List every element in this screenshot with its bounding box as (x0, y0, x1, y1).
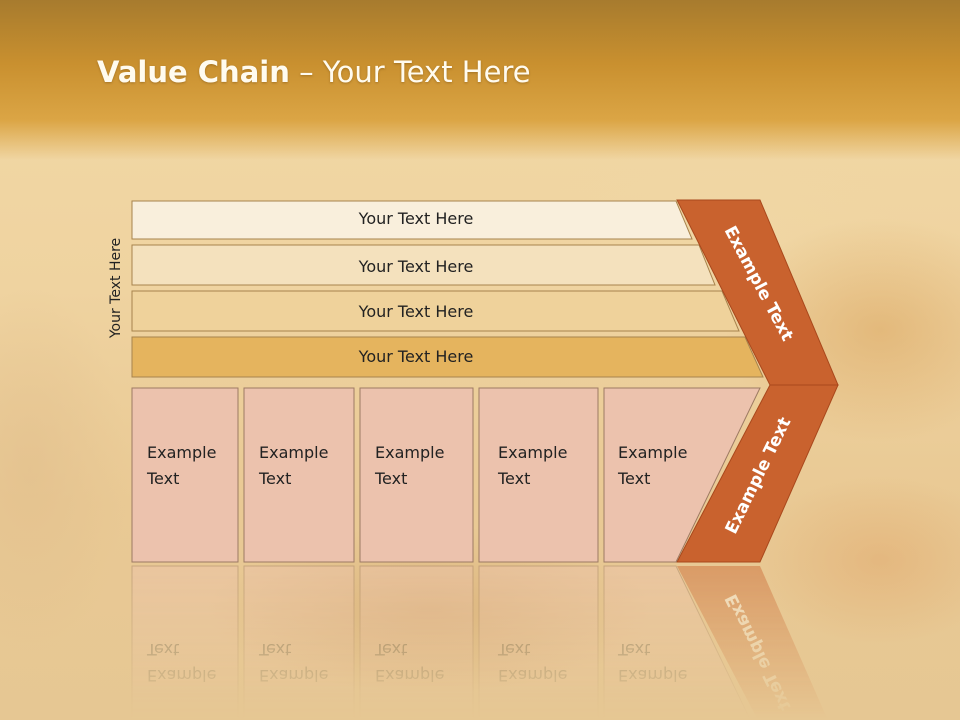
activity-box-1-line2: Text (146, 469, 179, 488)
activity-box-4[interactable]: Example Text (478, 387, 599, 563)
row-bar-4[interactable]: Your Text Here (131, 336, 764, 378)
activity-box-3[interactable]: Example Text (359, 387, 474, 563)
reflection-box-2 (243, 565, 355, 720)
slide-title-bold: Value Chain (97, 55, 290, 89)
reflection-box-4-line1: Example (498, 666, 567, 685)
activity-box-3-line1: Example (375, 443, 444, 462)
activity-box-4-line1: Example (498, 443, 567, 462)
row-bars: Your Text Here Your Text Here Your Text … (131, 200, 764, 378)
reflection-box-2-line1: Example (259, 666, 328, 685)
activity-box-3-line2: Text (374, 469, 407, 488)
reflection-box-1-line1: Example (147, 666, 216, 685)
activity-box-2-line1: Example (259, 443, 328, 462)
activity-box-2-line2: Text (258, 469, 291, 488)
row-bar-2[interactable]: Your Text Here (131, 244, 716, 286)
activity-box-3-shape (359, 387, 474, 563)
row-bar-2-label: Your Text Here (358, 257, 474, 276)
activity-box-1-line1: Example (147, 443, 216, 462)
reflection-box-3-line2: Text (374, 640, 407, 659)
activity-box-2[interactable]: Example Text (243, 387, 355, 563)
row-bar-1[interactable]: Your Text Here (131, 200, 693, 240)
reflection-box-2-line2: Text (258, 640, 291, 659)
reflection-chevron (677, 566, 828, 720)
activity-box-5-line2: Text (617, 469, 650, 488)
row-bar-3[interactable]: Your Text Here (131, 290, 740, 332)
reflection-box-3-line1: Example (375, 666, 444, 685)
chevron-bottom-segment (676, 384, 839, 563)
row-bar-4-shape (131, 336, 764, 378)
slide-title[interactable]: Value Chain – Your Text Here (97, 55, 531, 89)
row-bar-1-label: Your Text Here (358, 209, 474, 228)
reflection-box-4 (478, 565, 599, 720)
activity-box-5-line1: Example (618, 443, 687, 462)
reflection: Example Text Example Text Example Text E… (131, 565, 828, 720)
activity-box-4-shape (478, 387, 599, 563)
activity-box-5[interactable]: Example Text (603, 387, 761, 563)
reflection-box-5 (603, 565, 751, 720)
activity-boxes: Example Text Example Text Example Text E… (131, 387, 761, 563)
reflection-box-4-line2: Text (497, 640, 530, 659)
reflection-box-1-line2: Text (146, 640, 179, 659)
header-band (0, 0, 960, 160)
row-bar-3-label: Your Text Here (358, 302, 474, 321)
slide-title-rest: – Your Text Here (289, 55, 531, 89)
reflection-box-5-line1: Example (618, 666, 687, 685)
row-bar-2-shape (131, 244, 716, 286)
reflection-box-5-line2: Text (617, 640, 650, 659)
reflection-box-3 (359, 565, 474, 720)
activity-box-1-shape (131, 387, 239, 563)
reflection-box-1 (131, 565, 239, 720)
row-bar-4-label: Your Text Here (358, 347, 474, 366)
activity-box-1[interactable]: Example Text (131, 387, 239, 563)
row-bar-1-shape (131, 200, 693, 240)
activity-box-4-line2: Text (497, 469, 530, 488)
activity-box-2-shape (243, 387, 355, 563)
row-bar-3-shape (131, 290, 740, 332)
activity-box-5-shape (603, 387, 761, 563)
